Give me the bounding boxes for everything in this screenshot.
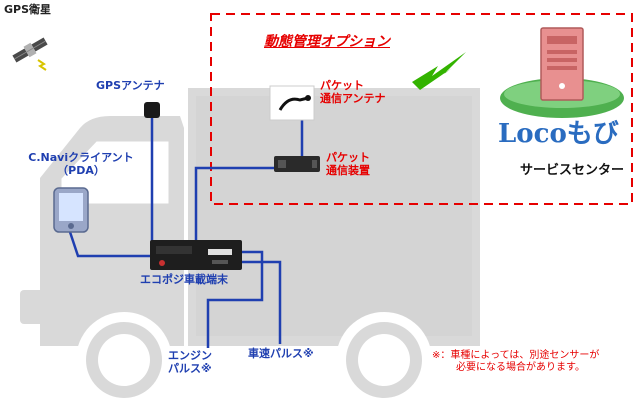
packet-antenna-label-line2: 通信アンテナ xyxy=(320,91,386,105)
front-wheel xyxy=(76,312,172,400)
gps-antenna-label: GPSアンテナ xyxy=(96,79,165,92)
packet-device-label-line2: 通信装置 xyxy=(326,163,370,177)
pda-label: C.Naviクライアント （PDA） xyxy=(26,151,136,177)
truck-cargo-panel xyxy=(196,96,472,336)
wire-pda xyxy=(68,231,150,258)
satellite-icon xyxy=(12,37,48,63)
wire-engine-pulse xyxy=(206,250,264,348)
note: ※：車種によっては、別途センサーが 必要になる場合があります。 xyxy=(432,350,599,373)
service-center-icon xyxy=(500,27,624,118)
packet-antenna-icon xyxy=(269,85,315,121)
packet-device-icon xyxy=(274,156,320,172)
wireless-signal-icon xyxy=(412,52,466,90)
engine-pulse-label: エンジン パルス※ xyxy=(168,349,212,375)
truck-bumper xyxy=(20,290,60,324)
wire-packet-device xyxy=(194,166,276,244)
option-title: 動態管理オプション xyxy=(264,34,390,50)
note-line1: ※：車種によっては、別途センサーが xyxy=(432,350,600,361)
engine-pulse-label-line2: パルス※ xyxy=(168,361,212,375)
note-line2: 必要になる場合があります。 xyxy=(456,361,585,373)
gps-antenna-icon xyxy=(144,102,160,118)
engine-pulse-label-line1: エンジン xyxy=(168,349,212,362)
option-boundary xyxy=(210,13,633,205)
wiring xyxy=(68,118,304,348)
pda-label-line2: （PDA） xyxy=(57,163,105,177)
rear-wheel xyxy=(336,312,432,400)
pda-label-line1: C.Naviクライアント xyxy=(28,151,134,164)
satellite-signal-icon xyxy=(37,59,47,71)
wire-speed-pulse xyxy=(240,260,282,344)
packet-antenna-label-line1: パケット xyxy=(320,79,364,92)
packet-device-label: パケット 通信装置 xyxy=(326,151,370,177)
service-center-label: サービスセンター xyxy=(520,163,625,178)
speed-pulse-label: 車速パルス※ xyxy=(248,347,314,360)
packet-antenna-label: パケット 通信アンテナ xyxy=(320,79,386,105)
pda-icon xyxy=(53,187,89,233)
terminal-label: エコポジ車載端末 xyxy=(140,273,228,286)
brand-logo: Locoもび xyxy=(498,119,619,149)
gps-satellite-label: GPS衛星 xyxy=(4,3,52,16)
packet-device-label-line1: パケット xyxy=(326,151,370,164)
terminal-icon xyxy=(150,240,242,270)
